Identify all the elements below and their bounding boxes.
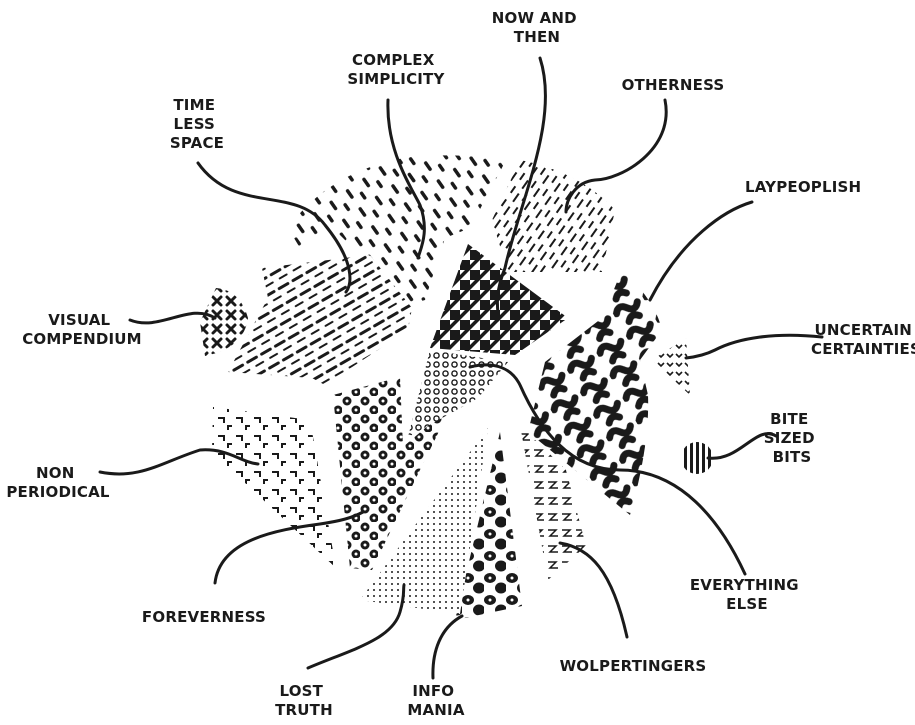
- leader-info-mania: [433, 616, 462, 678]
- label-bite-sized-bits: BITE SIZED BITS: [764, 410, 820, 466]
- label-non-periodical: NON PERIODICAL: [6, 464, 110, 501]
- label-now-and-then: NOW AND THEN: [492, 9, 583, 46]
- fragment-otherness: [492, 160, 615, 272]
- fragment-uncertain-certainties: [652, 338, 690, 395]
- label-visual-compendium: VISUAL COMPENDIUM: [22, 311, 142, 348]
- label-time-less-space: TIME LESS SPACE: [170, 96, 224, 152]
- label-otherness: OTHERNESS: [622, 76, 725, 94]
- leader-uncertain-certainties: [686, 335, 822, 358]
- fragment-everything-else: [408, 350, 508, 437]
- fragment-non-periodical: [212, 407, 336, 568]
- label-everything-else: EVERYTHING ELSE: [690, 576, 804, 613]
- label-info-mania: INFO MANIA: [407, 682, 464, 719]
- label-lost-truth: LOST TRUTH: [275, 682, 333, 719]
- pattern-fragments: [200, 155, 713, 620]
- fragment-time-less-space: [228, 255, 412, 385]
- label-complex-simplicity: COMPLEX SIMPLICITY: [347, 51, 445, 88]
- label-uncertain-certainties: UNCERTAIN CERTAINTIES: [811, 321, 915, 358]
- label-laypeoplish: LAYPEOPLISH: [745, 178, 861, 196]
- label-foreverness: FOREVERNESS: [142, 608, 266, 626]
- fragment-visual-compendium: [200, 288, 248, 356]
- label-wolpertingers: WOLPERTINGERS: [560, 657, 707, 675]
- leader-laypeoplish: [650, 202, 752, 300]
